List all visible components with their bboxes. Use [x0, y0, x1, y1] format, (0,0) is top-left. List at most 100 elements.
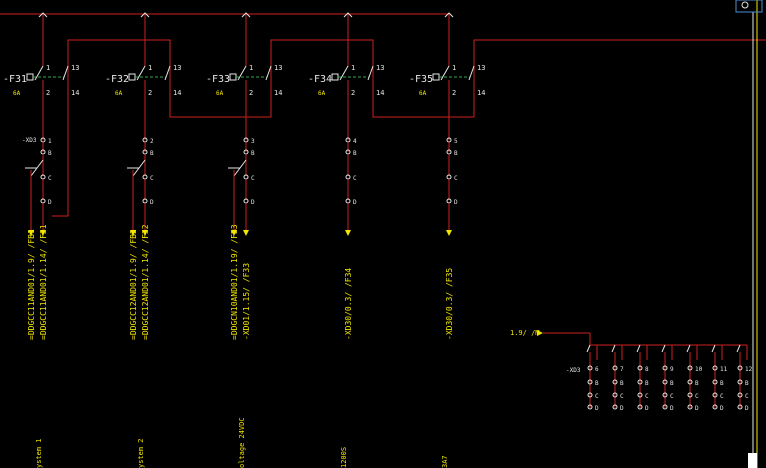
terminal-c: C — [251, 175, 255, 182]
terminal-number: 8 — [645, 366, 649, 373]
pin-in: 1 — [148, 64, 152, 72]
terminal-d: D — [645, 405, 649, 412]
breaker-trip-box — [432, 73, 440, 81]
bottom-label: 3A7 — [441, 455, 449, 468]
terminal-point-b — [662, 379, 668, 385]
terminal-point-b — [612, 379, 618, 385]
terminal-point-d — [587, 404, 593, 410]
aux-chain-wire-2 — [169, 95, 272, 118]
branch-arrow — [231, 230, 237, 236]
breaker-rating: 6A — [216, 90, 224, 97]
outgoing-arrow — [345, 230, 351, 236]
terminal-point-d — [737, 404, 743, 410]
pin-out: 2 — [148, 89, 152, 97]
terminal-c: C — [353, 175, 357, 182]
incoming-arrow — [537, 330, 543, 336]
breaker-rating: 6A — [318, 90, 326, 97]
branch-arrow — [130, 230, 136, 236]
terminal-point-d — [712, 404, 718, 410]
terminal-point-d — [687, 404, 693, 410]
branch-arrow — [28, 230, 34, 236]
terminal-number: 5 — [454, 138, 458, 145]
cross-ref-bottom: -XD01/1.15/ /F33 — [242, 263, 251, 340]
aux-pin-b: 14 — [477, 89, 485, 97]
terminal-d: D — [48, 199, 52, 206]
terminal-point-c — [687, 392, 693, 398]
busbar-tap — [38, 12, 48, 18]
aux-contact — [265, 65, 272, 81]
terminal-point — [737, 365, 743, 371]
breaker-contact — [339, 65, 349, 81]
aux-contact — [62, 65, 69, 81]
pin-out: 2 — [351, 89, 355, 97]
breaker-rating: 6A — [115, 90, 123, 97]
breaker-trip-box — [26, 73, 34, 81]
aux-pin-b: 14 — [173, 89, 181, 97]
terminal-d: D — [720, 405, 724, 412]
corner-symbol-dot — [741, 1, 749, 9]
aux-pin-b: 14 — [376, 89, 384, 97]
terminal-bridge: B — [150, 150, 154, 157]
aux-chain-wire — [67, 39, 171, 80]
terminal-point-d — [612, 404, 618, 410]
breaker-trip-box — [128, 73, 136, 81]
terminal-number: 11 — [720, 366, 728, 373]
terminal-number: 10 — [695, 366, 703, 373]
terminal-point-b — [687, 379, 693, 385]
terminal-c: C — [48, 175, 52, 182]
pin-in: 1 — [351, 64, 355, 72]
terminal-number: 12 — [745, 366, 753, 373]
terminal-point-b — [737, 379, 743, 385]
corner-symbol — [735, 0, 763, 13]
terminal-point-d — [637, 404, 643, 410]
terminal-c: C — [645, 393, 649, 400]
terminal-point-d — [662, 404, 668, 410]
terminal-c: C — [150, 175, 154, 182]
terminal-point-b — [587, 379, 593, 385]
terminal-number: 4 — [353, 138, 357, 145]
terminal-d: D — [695, 405, 699, 412]
terminal-number: 9 — [670, 366, 674, 373]
incoming-ref: 1.9/ /M — [510, 329, 540, 337]
bridge-switch — [736, 344, 741, 353]
terminal-point — [637, 365, 643, 371]
terminal-c: C — [454, 175, 458, 182]
terminal-number: 6 — [595, 366, 599, 373]
terminal-number: 2 — [150, 138, 154, 145]
terminal-point — [612, 365, 618, 371]
terminal-d: D — [454, 199, 458, 206]
terminal-d: D — [150, 199, 154, 206]
terminal-c: C — [620, 393, 624, 400]
bottom-label: ystem 1 — [35, 438, 43, 468]
breaker-contact — [237, 65, 247, 81]
aux-contact — [468, 65, 475, 81]
aux-contact — [164, 65, 171, 81]
aux-pin-b: 14 — [71, 89, 79, 97]
terminal-point-c — [737, 392, 743, 398]
terminal-bridge: B — [48, 150, 52, 157]
breaker-trip-box — [229, 73, 237, 81]
cross-ref-top: =DDGCC11AND01/1.9/ /FB1 — [27, 229, 36, 340]
bottom-marker — [748, 453, 757, 468]
pin-out: 2 — [452, 89, 456, 97]
terminal-point — [687, 365, 693, 371]
busbar-tap — [241, 12, 251, 18]
outgoing-arrow — [142, 230, 148, 236]
breaker-contact — [34, 65, 44, 81]
aux-chain-wire-4 — [372, 95, 475, 118]
terminal-point — [712, 365, 718, 371]
breaker-rating: 6A — [13, 90, 21, 97]
pin-in: 1 — [46, 64, 50, 72]
aux-pin-a: 13 — [173, 64, 181, 72]
terminal-d: D — [595, 405, 599, 412]
terminal-bridge: B — [595, 380, 599, 387]
terminal-point-b — [712, 379, 718, 385]
